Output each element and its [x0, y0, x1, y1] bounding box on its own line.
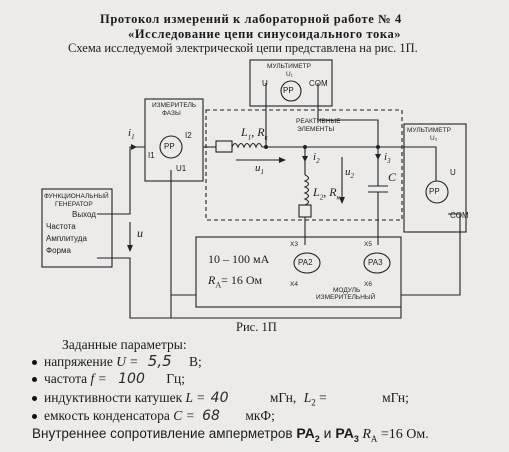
figure-reference: Схема исследуемой электрической цепи пре… — [68, 41, 418, 55]
phase-meter-title2: ФАЗЫ — [162, 110, 181, 117]
multimeter-1-subtitle: U₁ — [286, 71, 293, 78]
param-capacitance: емкость конденсатора C = 68 мкФ; — [32, 408, 275, 424]
multimeter-2-subtitle: U₂ — [430, 135, 438, 142]
multimeter-1-u-terminal: U — [262, 79, 268, 88]
label-l2-r: L2, Rк — [313, 185, 340, 202]
multimeter-1-meter — [280, 80, 302, 102]
figure-caption: Рис. 1П — [236, 320, 277, 334]
label-c: C — [388, 170, 397, 184]
multimeter-1-pp-label: PP — [283, 86, 294, 95]
label-u: u — [137, 226, 143, 240]
terminal-x6: X6 — [364, 281, 372, 288]
label-i1: i1 — [128, 127, 135, 142]
terminal-x5: X5 — [364, 241, 372, 248]
param-resistance: Внутреннее сопротивление амперметров PA2… — [32, 425, 429, 444]
work-title: «Исследование цепи синусоидального тока» — [128, 27, 402, 41]
generator-box — [41, 188, 113, 268]
generator-frequency: Частота — [46, 222, 76, 231]
phase-meter-meter — [159, 135, 183, 159]
reactive-elements-title2: ЭЛЕМЕНТЫ — [297, 126, 335, 133]
reactive-elements-title: РЕАКТИВНЫЕ — [296, 118, 341, 125]
protocol-title: Протокол измерений к лабораторной работе… — [100, 12, 402, 26]
phase-meter-title: ИЗМЕРИТЕЛЬ — [152, 102, 197, 109]
multimeter-1-com-terminal: COM — [309, 79, 328, 88]
pa2-meter — [293, 252, 321, 274]
generator-output: Выход — [72, 210, 96, 219]
phase-meter-pp: PP — [164, 142, 175, 151]
multimeter-1-title: МУЛЬТИМЕТР — [267, 63, 311, 70]
module-resistance: RA= 16 Ом — [208, 273, 262, 289]
terminal-x4: X4 — [290, 281, 298, 288]
label-i3: i3 — [384, 151, 391, 166]
capacitance-handwritten: 68 — [202, 408, 220, 424]
inductance-handwritten: 40 — [210, 390, 229, 406]
multimeter-2-pp-label: PP — [429, 187, 440, 196]
label-l1-r: L1, Rк — [241, 125, 268, 142]
module-ra-subscript: A — [215, 280, 222, 290]
multimeter-2-box — [403, 123, 467, 233]
pa3-label: PA3 — [368, 258, 383, 267]
label-u2: u2 — [345, 166, 354, 181]
label-u1: u1 — [255, 162, 264, 177]
phase-meter-i1: I1 — [148, 151, 155, 160]
param-frequency: частота f = 100 Гц; — [32, 371, 185, 387]
frequency-handwritten: 100 — [118, 371, 145, 387]
module-ra-symbol: R — [208, 273, 216, 287]
multimeter-2-u-terminal: U — [450, 168, 456, 177]
terminal-x3: X3 — [290, 241, 298, 248]
bullet — [32, 396, 37, 402]
multimeter-2-com-terminal: COM — [450, 211, 469, 220]
param-inductance: индуктивности катушек L = 40 мГн, L2 = м… — [32, 390, 409, 408]
generator-title: ФУНКЦИОНАЛЬНЫЙ — [44, 193, 109, 200]
label-i2: i2 — [313, 151, 320, 166]
generator-title2: ГЕНЕРАТОР — [55, 201, 93, 208]
module-title: МОДУЛЬ — [333, 287, 361, 294]
generator-form: Форма — [46, 246, 71, 255]
module-ra-value: = 16 Ом — [221, 273, 263, 287]
voltage-handwritten: 5,5 — [147, 352, 172, 370]
module-title2: ИЗМЕРИТЕЛЬНЫЙ — [316, 294, 376, 301]
multimeter-2-title: МУЛЬТИМЕТР — [407, 127, 451, 134]
measuring-module-box — [195, 236, 402, 308]
param-voltage: напряжение U = 5,5 В; — [32, 352, 202, 370]
bullet — [32, 360, 37, 366]
bullet — [32, 414, 37, 420]
phase-meter-box — [144, 98, 204, 182]
multimeter-2-meter — [425, 180, 449, 204]
params-heading: Заданные параметры: — [62, 337, 187, 352]
multimeter-1-box — [249, 59, 333, 107]
module-range: 10 – 100 мА — [208, 252, 270, 266]
phase-meter-u1: U1 — [176, 164, 187, 173]
bullet — [32, 377, 37, 383]
generator-amplitude: Амплитуда — [46, 234, 87, 243]
phase-meter-i2: I2 — [185, 131, 192, 140]
reactive-elements-box — [205, 109, 403, 221]
pa3-meter — [363, 252, 391, 274]
pa2-label: PA2 — [298, 258, 313, 267]
